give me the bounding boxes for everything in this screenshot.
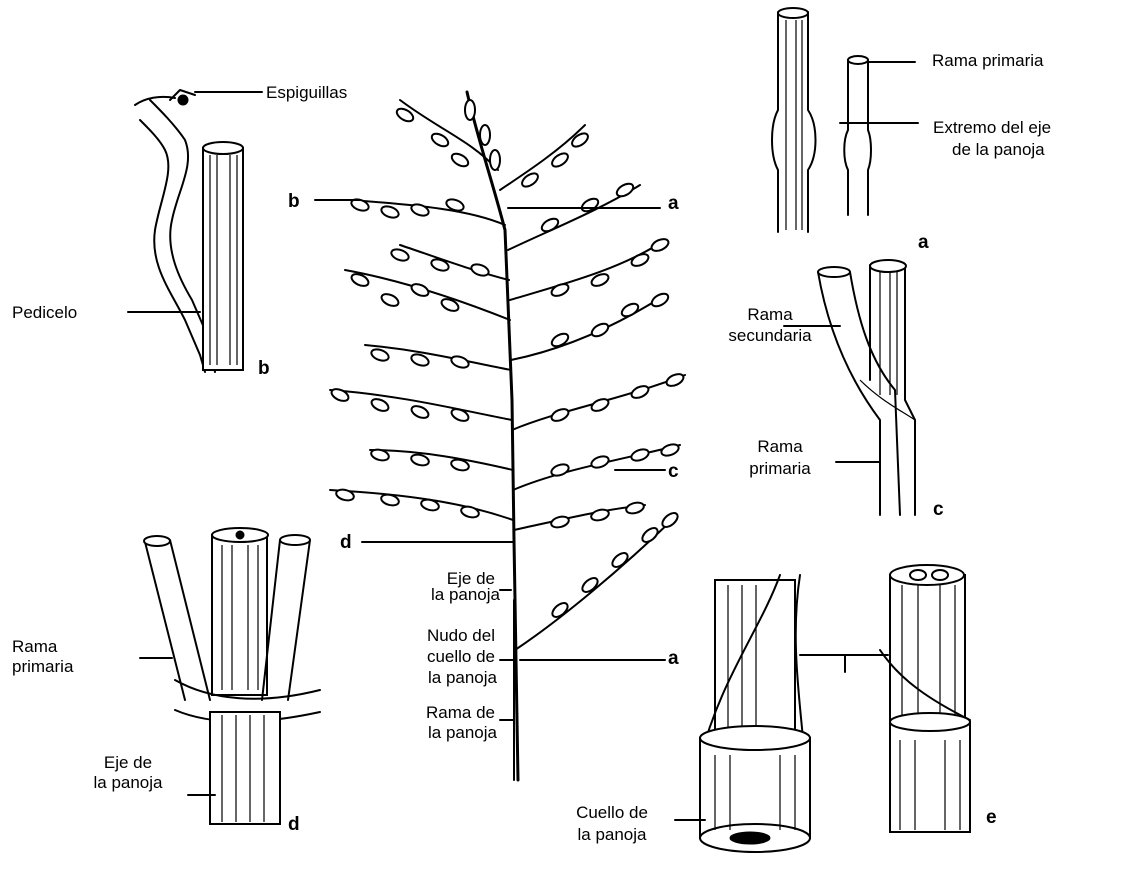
label-extremo-2: de la panoja bbox=[952, 140, 1045, 159]
label-nudo-3: la panoja bbox=[428, 668, 498, 687]
letter-c-main: c bbox=[668, 461, 679, 482]
detail-d-drawing bbox=[140, 528, 320, 824]
label-extremo-1: Extremo del eje bbox=[933, 118, 1051, 137]
label-nudo-2: cuello de bbox=[427, 647, 495, 666]
label-espiguillas: Espiguillas bbox=[266, 83, 347, 102]
label-rama-primaria-c-2: primaria bbox=[749, 459, 811, 478]
letter-d-main: d bbox=[340, 532, 352, 553]
label-nudo-1: Nudo del bbox=[427, 626, 495, 645]
label-eje-main-2: la panoja bbox=[431, 585, 501, 604]
label-rama-panoja-1: Rama de bbox=[426, 703, 495, 722]
detail-b-drawing bbox=[128, 90, 262, 372]
label-eje-d-1: Eje de bbox=[104, 753, 152, 772]
label-eje-d-2: la panoja bbox=[93, 773, 163, 792]
letter-a-bottom: a bbox=[668, 648, 679, 669]
label-rama-panoja-2: la panoja bbox=[428, 723, 498, 742]
label-rama-primaria-c-1: Rama bbox=[757, 437, 803, 456]
label-pedicelo: Pedicelo bbox=[12, 303, 77, 322]
letter-e-detail: e bbox=[986, 807, 997, 828]
label-rama-primaria-a: Rama primaria bbox=[932, 51, 1044, 70]
letter-b-detail: b bbox=[258, 358, 270, 379]
letter-d-detail: d bbox=[288, 814, 300, 835]
letter-c-detail: c bbox=[933, 499, 944, 520]
letter-a-detail: a bbox=[918, 232, 929, 253]
label-rama-primaria-d-2: primaria bbox=[12, 657, 74, 676]
label-rama-secundaria-2: secundaria bbox=[728, 326, 812, 345]
letter-b-main: b bbox=[288, 191, 300, 212]
letter-a-top: a bbox=[668, 193, 679, 214]
label-cuello-2: la panoja bbox=[577, 825, 647, 844]
label-rama-primaria-d-1: Rama bbox=[12, 637, 58, 656]
detail-e-drawing bbox=[675, 565, 970, 852]
main-panicle bbox=[330, 92, 686, 780]
detail-a-drawing bbox=[772, 8, 918, 232]
label-cuello-1: Cuello de bbox=[576, 803, 648, 822]
label-rama-secundaria-1: Rama bbox=[747, 305, 793, 324]
